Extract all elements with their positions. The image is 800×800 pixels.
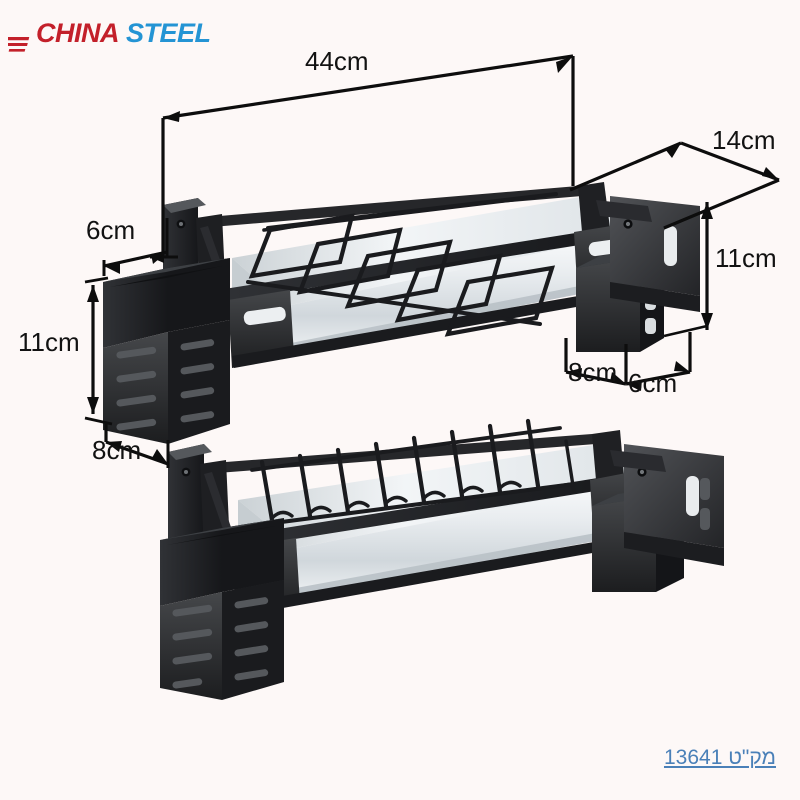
dimension-11cm-left (84, 276, 113, 426)
brand-name-second: STEEL (126, 18, 211, 48)
lower-wire-scallops (270, 480, 522, 520)
upper-wire-rail (246, 192, 558, 326)
dimension-44cm (150, 54, 575, 263)
dimension-label-width-top: 44cm (305, 46, 369, 76)
dimension-11cm-right (663, 202, 713, 338)
speed-lines-icon (2, 37, 30, 52)
lower-wire-dividers (250, 418, 576, 526)
dimension-6cm-left (102, 218, 169, 276)
dimension-label-cup-top-left: 6cm (86, 215, 136, 245)
upper-support-arm (596, 200, 652, 222)
upper-left-utensil-cup (103, 258, 230, 444)
dimension-14cm (569, 141, 780, 230)
dimension-label-height-right: 11cm (715, 243, 777, 273)
dimension-label-cup-width-right: 6cm (628, 368, 678, 398)
dimension-label-depth-right: 14cm (712, 125, 776, 155)
dimension-label-cup-bottom-right: 8cm (568, 357, 618, 387)
dimension-label-cup-bottom-left: 8cm (92, 435, 142, 465)
dimension-8cm-right (564, 338, 627, 386)
dimension-6cm-right (624, 332, 692, 391)
dimension-lines (84, 54, 780, 468)
lower-support-arm (610, 450, 666, 472)
lower-left-wall-bracket (168, 444, 212, 556)
brand-name-first: CHINA (36, 18, 120, 48)
catalog-number-link[interactable]: מק"ט 14631 (663, 746, 776, 769)
upper-rack-tier (103, 182, 700, 444)
dimension-label-height-left: 11cm (18, 327, 80, 357)
dimension-8cm-left (104, 424, 170, 468)
lower-rack-tier (160, 418, 724, 700)
lower-left-utensil-cup (160, 518, 284, 700)
